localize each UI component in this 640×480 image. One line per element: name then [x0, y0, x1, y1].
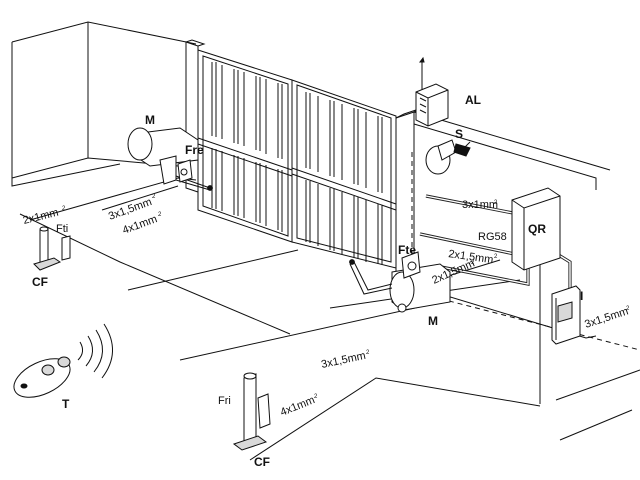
cable-text: 4x1mm	[279, 394, 317, 419]
flashing-light	[415, 56, 449, 127]
cable-text: RG58	[478, 231, 507, 243]
cable-sup: 2	[62, 206, 66, 212]
cable-sup: 2	[366, 350, 370, 356]
cable-sup: 2	[152, 194, 156, 200]
right-gate-leaf	[291, 79, 397, 269]
bottom-column	[232, 372, 271, 451]
label-control-panel: QR	[528, 222, 546, 236]
cable-label-ground-3x1-5: 3x1,5mm 2	[320, 350, 370, 371]
cable-sup: 2	[471, 260, 475, 266]
mains-switch	[551, 285, 581, 345]
label-motor-right: M	[428, 314, 438, 328]
label-photocell-rx-exterior: Fri	[218, 395, 231, 407]
left-motor	[127, 127, 213, 191]
control-panel	[511, 187, 561, 271]
photocell-exterior	[401, 251, 421, 279]
right-wall	[413, 111, 640, 441]
label-column-left: CF	[32, 275, 48, 289]
cable-sup: 2	[494, 200, 498, 206]
cable-label-selector-3x1: 3x1mm 2	[462, 199, 498, 211]
left-column	[33, 226, 71, 271]
cable-text: 3x1mm	[462, 199, 498, 211]
label-photocell-tx-exterior: Fte	[398, 243, 416, 257]
cable-label-rg58: RG58	[478, 231, 507, 243]
cable-sup: 2	[494, 254, 498, 260]
label-transmitter: T	[62, 397, 70, 411]
label-receiver-interior: Fre	[185, 143, 204, 157]
cable-label-mains-3x1-5: 3x1,5mm 2	[583, 305, 630, 330]
label-photocell-tx-interior: Fti	[56, 223, 68, 235]
transmitter	[13, 323, 113, 398]
label-switch: I	[580, 289, 583, 303]
cable-sup: 2	[314, 394, 318, 400]
label-column-bottom: CF	[254, 455, 270, 469]
key-selector	[425, 139, 471, 175]
label-key-selector: S	[455, 127, 463, 141]
cable-text: 3x1,5mm	[320, 350, 367, 371]
cable-sup: 2	[626, 306, 630, 312]
label-motor-left: M	[145, 113, 155, 127]
receiver-interior-photocell	[177, 159, 193, 183]
cable-label-ground-4x1: 4x1mm 2	[279, 394, 318, 419]
left-gate-leaf	[197, 49, 293, 243]
label-flashing-light: AL	[465, 93, 481, 107]
cable-text: 3x1,5mm	[583, 305, 630, 330]
cable-sup: 2	[158, 212, 162, 218]
